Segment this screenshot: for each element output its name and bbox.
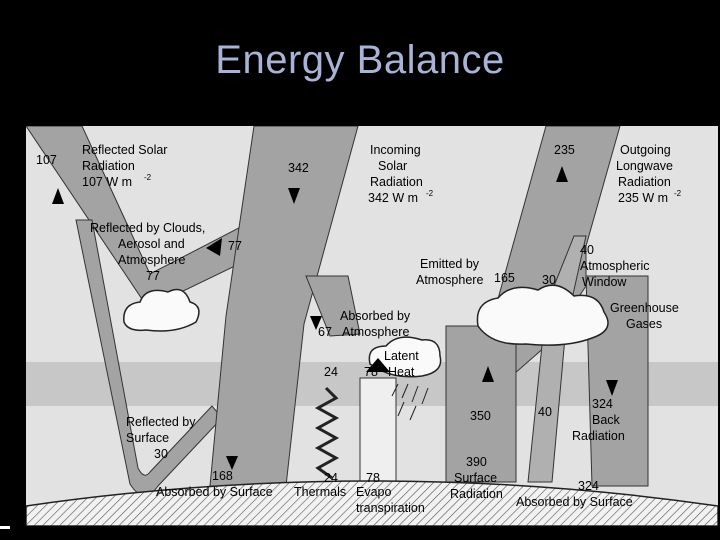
emitted-atmosphere-line1: Emitted by [420,257,480,271]
arrow-absorbed-atm [310,316,322,330]
absorbed-surface-back-label: Absorbed by Surface [516,495,633,509]
outgoing-longwave-line4: 235 W m [618,191,668,205]
absorbed-surface-solar-label: Absorbed by Surface [156,485,273,499]
energy-balance-diagram: 107 Reflected Solar Radiation 107 W m -2… [26,126,718,526]
thermals-value-bottom: 24 [324,471,338,485]
reflected-solar-value: 107 [36,153,57,167]
window-line1: Atmospheric [580,259,649,273]
incoming-solar-line3: Radiation [370,175,423,189]
absorbed-atmosphere-line1: Absorbed by [340,309,411,323]
latent-heat-line2: Heat [388,365,415,379]
reflected-solar-line3: 107 W m [82,175,132,189]
back-radiation-line2: Radiation [572,429,625,443]
diagram-svg: 107 Reflected Solar Radiation 107 W m -2… [26,126,718,526]
surface-radiation-line1: Surface [454,471,497,485]
surface-reflected-line1: Reflected by [126,415,196,429]
reflected-clouds-line3: Atmosphere [118,253,185,267]
earth-surface [26,480,718,526]
arrow-back-down [606,380,618,396]
incoming-solar-unit-exp: -2 [426,189,434,198]
absorbed-surface-back-value: 324 [578,479,599,493]
outgoing-longwave-line3: Radiation [618,175,671,189]
reflected-solar-line1: Reflected Solar [82,143,167,157]
incoming-solar-line2: Solar [378,159,407,173]
surface-radiation-line2: Radiation [450,487,503,501]
incoming-solar-line4: 342 W m [368,191,418,205]
outgoing-longwave-line1: Outgoing [620,143,671,157]
evapotranspiration-column [359,377,397,489]
emitted-atmosphere-line2: Atmosphere [416,273,483,287]
thermals-wave [314,386,340,480]
window-value-low: 40 [538,405,552,419]
arrow-outgoing-up [556,166,568,182]
greenhouse-line1: Greenhouse [610,301,679,315]
emitted-atmosphere-value: 165 [494,271,515,285]
reflected-clouds-line4: 77 [146,269,160,283]
outgoing-longwave-unit-exp: -2 [674,189,682,198]
arrow-surface-up [482,366,494,382]
thermals-value-top: 24 [324,365,338,379]
back-radiation-value: 324 [592,397,613,411]
flow-arrows [52,166,618,470]
surface-reflected-line2: Surface [126,431,169,445]
absorbed-atmosphere-line2: Atmosphere [342,325,409,339]
surface-radiation-value: 390 [466,455,487,469]
cloud-latent [368,336,442,378]
window-value-top: 40 [580,243,594,257]
reflected-clouds-line1: Reflected by Clouds, [90,221,205,235]
cloud-greenhouse [476,284,609,346]
evapo-line1: Evapo [356,485,391,499]
evapo-line2: transpiration [356,501,425,515]
surface-radiation-value-top: 350 [470,409,491,423]
thermals-label: Thermals [294,485,346,499]
absorbed-surface-solar-value: 168 [212,469,233,483]
latent-heat-line1: Latent [384,349,419,363]
reflected-clouds-line2: Aerosol and [118,237,185,251]
incoming-solar-value: 342 [288,161,309,175]
slide-edge-marker [0,526,10,529]
arrow-surface-absorb [226,456,238,470]
latent-heat-value: 78 [364,365,378,379]
arrow-cloud-reflect [206,238,222,256]
reflected-solar-line2: Radiation [82,159,135,173]
evapo-value: 78 [366,471,380,485]
rain-drops [391,383,429,421]
outgoing-longwave-line2: Longwave [616,159,673,173]
outgoing-longwave-value: 235 [554,143,575,157]
reflected-solar-unit-exp: -2 [144,173,152,182]
arrow-reflected-up [52,188,64,204]
incoming-solar-line1: Incoming [370,143,421,157]
absorbed-atmosphere-value: 67 [318,325,332,339]
surface-reflected-value: 30 [154,447,168,461]
slide-title: Energy Balance [215,38,505,82]
back-radiation-line1: Back [592,413,621,427]
reflected-clouds-value: 77 [228,239,242,253]
greenhouse-line2: Gases [626,317,662,331]
arrow-evapo-up [366,358,390,372]
window-value-side: 30 [542,273,556,287]
cloud-left [123,288,200,332]
arrow-incoming-down [288,188,300,204]
window-line2: Window [582,275,627,289]
